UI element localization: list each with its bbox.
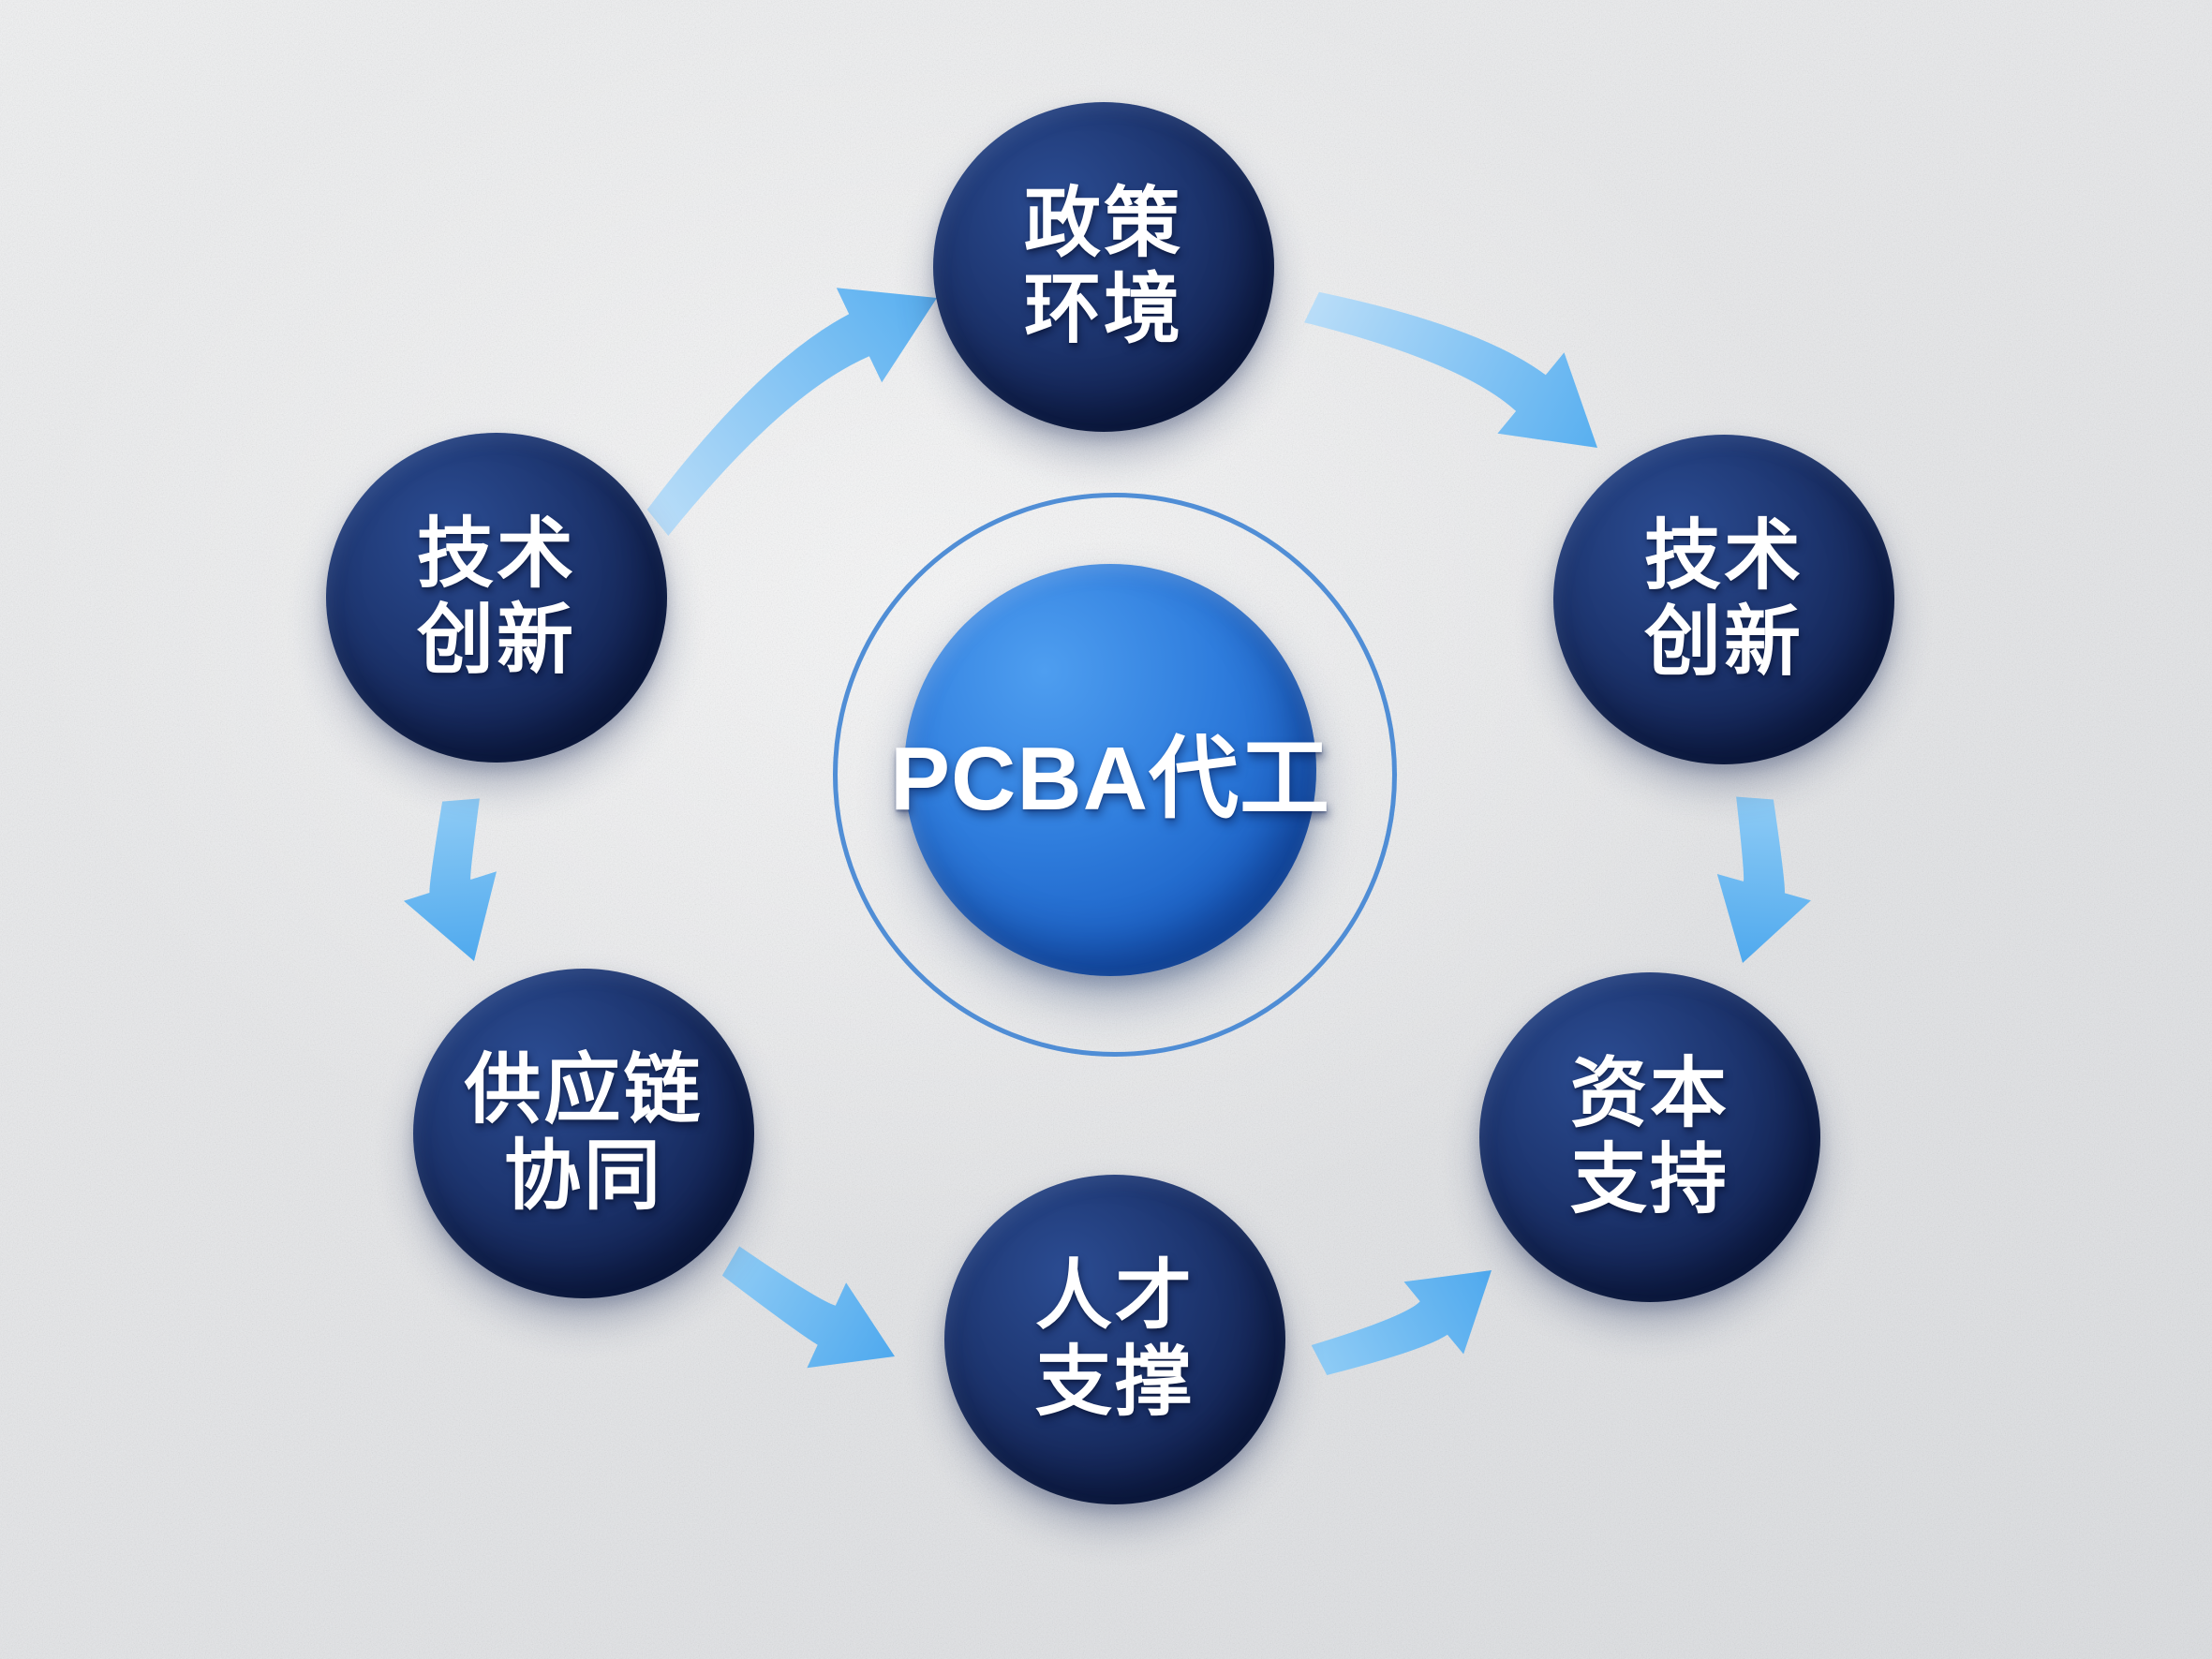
center-label: PCBA代工 — [890, 728, 1331, 829]
arrow-supply-to-talent — [721, 1246, 895, 1369]
arrow-tech-right-to-capital — [1716, 796, 1811, 963]
arrow-tech-left-to-supply — [403, 798, 497, 961]
node-talent-support-label: 人才 支撑 — [1035, 1253, 1195, 1426]
node-label-line: 支持 — [1569, 1137, 1730, 1222]
node-label-line: 协同 — [503, 1133, 663, 1219]
arrow-talent-to-capital — [1311, 1270, 1492, 1375]
node-pcba-center: PCBA代工 — [890, 564, 1329, 976]
node-policy-environment: 政策 环境 — [933, 102, 1274, 432]
node-label-line: 技术 — [416, 511, 576, 598]
node-policy-environment-label: 政策 环境 — [1024, 181, 1183, 353]
node-tech-innovation-left: 技术 创新 — [326, 433, 667, 763]
node-supply-chain-synergy-label: 供应链 协同 — [464, 1047, 703, 1220]
node-capital-support-label: 资本 支持 — [1570, 1051, 1730, 1223]
node-label-line: 技术 — [1643, 513, 1804, 600]
node-label-line: 供应链 — [464, 1047, 704, 1133]
node-capital-support: 资本 支持 — [1479, 972, 1820, 1302]
node-label-line: 创新 — [1643, 600, 1804, 685]
node-label-line: 创新 — [416, 598, 576, 683]
node-tech-innovation-left-label: 技术 创新 — [417, 511, 576, 684]
node-tech-innovation-right-label: 技术 创新 — [1644, 513, 1804, 686]
node-supply-chain-synergy: 供应链 协同 — [413, 969, 754, 1298]
node-label-line: 环境 — [1023, 267, 1183, 352]
node-label-line: 人才 — [1034, 1253, 1195, 1340]
arrow-tech-left-to-policy — [646, 288, 937, 536]
node-label-line: 支撑 — [1034, 1340, 1195, 1425]
node-label-line: 资本 — [1569, 1051, 1730, 1137]
node-talent-support: 人才 支撑 — [944, 1175, 1285, 1504]
node-tech-innovation-right: 技术 创新 — [1553, 435, 1894, 764]
node-label-line: 政策 — [1023, 181, 1183, 267]
arrow-policy-to-tech-right — [1304, 291, 1597, 448]
